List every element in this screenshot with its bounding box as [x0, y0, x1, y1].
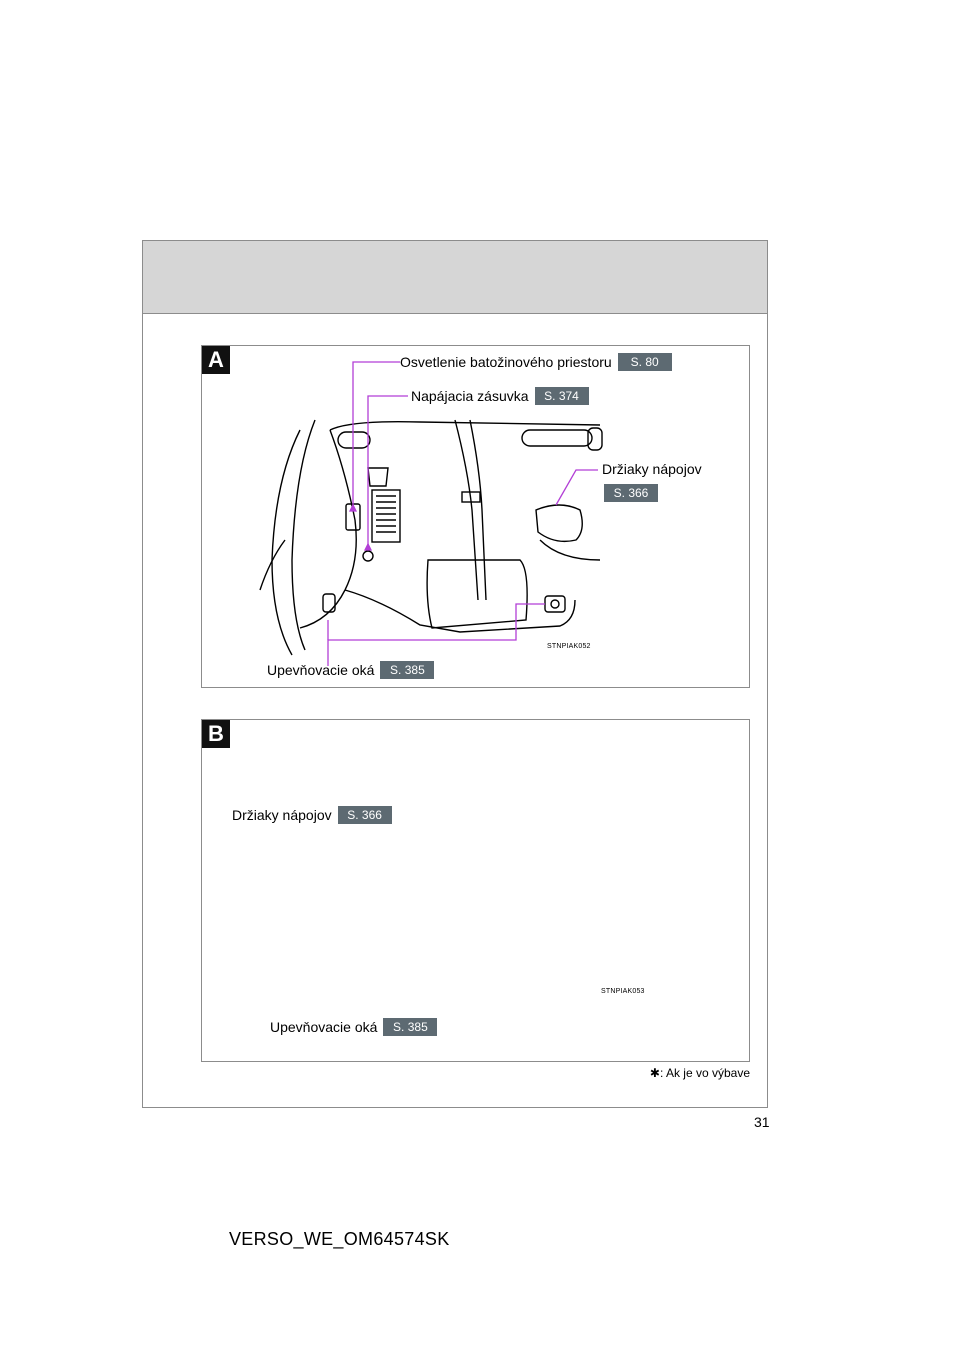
callout-power-outlet-label: Napájacia zásuvka — [411, 388, 529, 404]
callout-tie-down-b-label: Upevňovacie oká — [270, 1019, 378, 1035]
ref-badge[interactable]: S. 385 — [380, 661, 435, 679]
callout-cup-holders-b: Držiaky nápojov S. 366 — [232, 806, 392, 824]
ref-badge[interactable]: S. 366 — [604, 484, 658, 502]
header-band — [142, 240, 768, 314]
callout-tie-down-b: Upevňovacie oká S. 385 — [270, 1018, 438, 1036]
callout-cup-holders-a-label: Držiaky nápojov — [602, 461, 702, 477]
panel-a: A — [201, 345, 750, 688]
image-code-b: STNPIAK053 — [601, 988, 645, 995]
callout-cup-holders-a: Držiaky nápojov — [602, 461, 702, 477]
trunk-illustration-a — [259, 419, 603, 656]
asterisk-icon: ✱ — [649, 1066, 660, 1080]
footnote-text: : Ak je vo výbave — [659, 1066, 750, 1080]
callout-tie-down-a-label: Upevňovacie oká — [267, 662, 375, 678]
document-id: VERSO_WE_OM64574SK — [229, 1229, 450, 1249]
footnote: ✱: Ak je vo výbave — [650, 1066, 750, 1080]
callout-power-outlet: Napájacia zásuvka S. 374 — [411, 387, 589, 405]
callout-cup-holders-a-ref: S. 366 — [598, 484, 658, 502]
callout-trunk-light: Osvetlenie batožinového priestoru S. 80 — [400, 353, 672, 371]
image-code-a: STNPIAK052 — [547, 643, 591, 650]
callout-cup-holders-b-label: Držiaky nápojov — [232, 807, 332, 823]
ref-badge[interactable]: S. 366 — [337, 806, 392, 824]
callout-trunk-light-label: Osvetlenie batožinového priestoru — [400, 354, 612, 370]
callout-tie-down-a: Upevňovacie oká S. 385 — [267, 661, 435, 679]
ref-badge[interactable]: S. 80 — [617, 353, 672, 371]
leader-lines-a — [327, 361, 598, 666]
ref-badge[interactable]: S. 385 — [383, 1018, 438, 1036]
ref-badge[interactable]: S. 374 — [534, 387, 589, 405]
panel-b: B — [201, 719, 750, 1062]
page-number: 31 — [754, 1114, 770, 1130]
panel-b-letter: B — [202, 720, 230, 748]
panel-a-letter: A — [202, 346, 230, 374]
